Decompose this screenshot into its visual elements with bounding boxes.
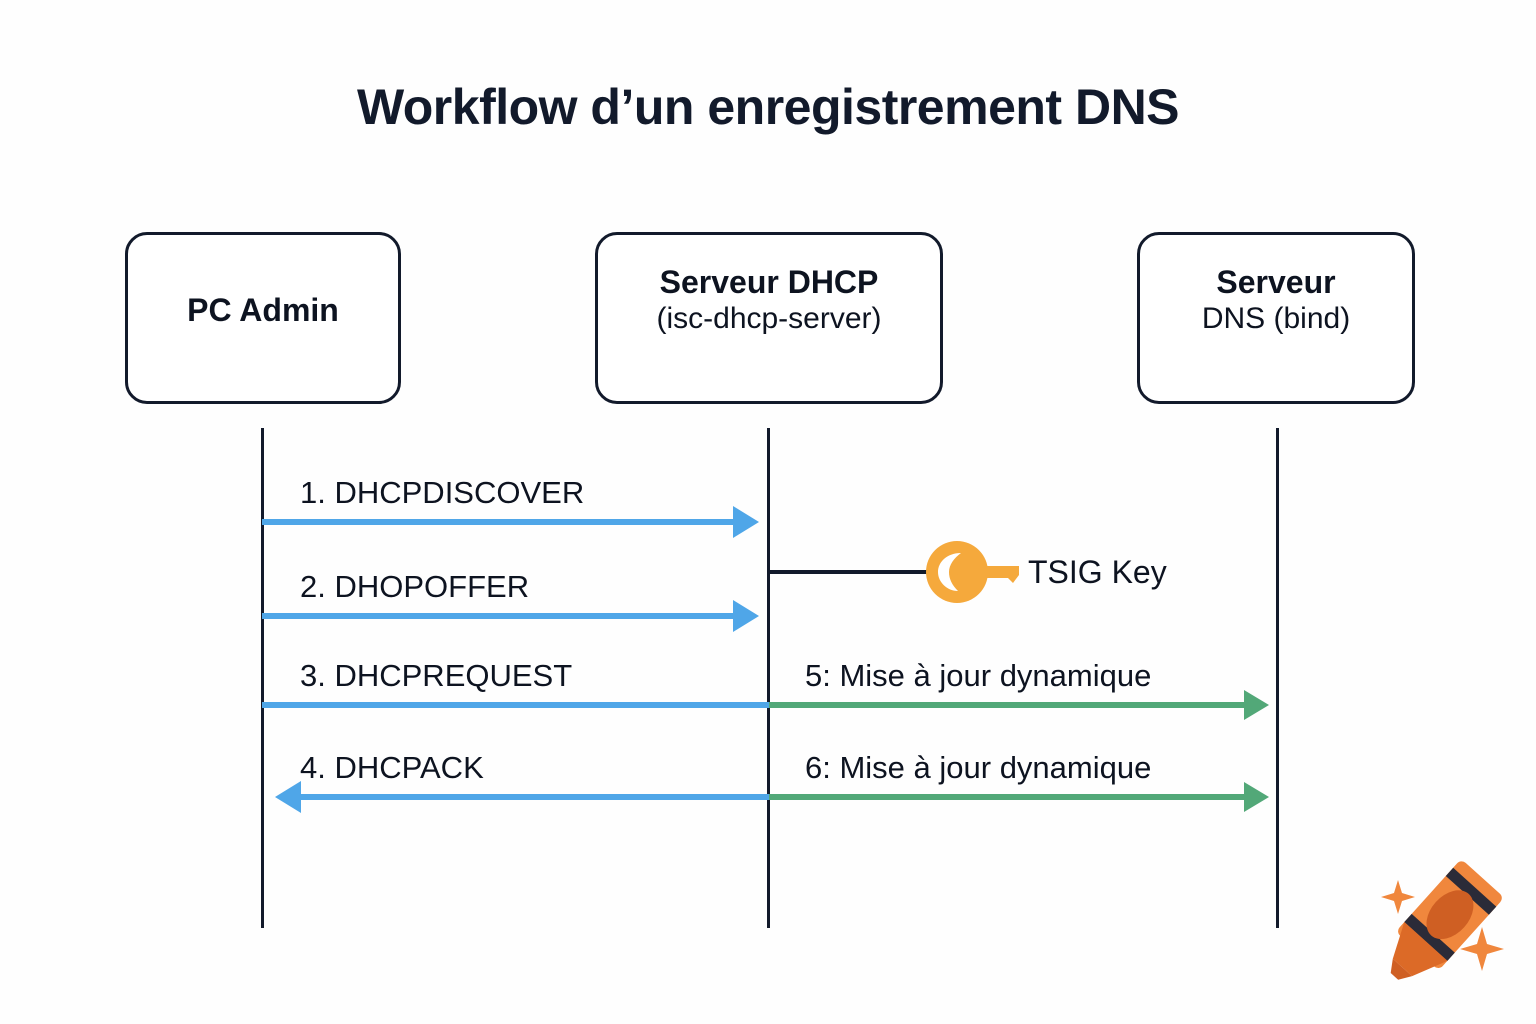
message-label-2: 2. DHOPOFFER [300, 569, 530, 604]
message-line-1 [262, 519, 736, 525]
participant-box-serveur-dns[interactable]: Serveur DNS (bind) [1137, 232, 1415, 404]
message-line-2 [262, 613, 736, 619]
arrow-head-right-1 [733, 506, 759, 538]
participant-label-pc-admin-line1: PC Admin [187, 292, 339, 328]
message-line-6 [769, 794, 1245, 800]
arrow-head-left-4 [275, 781, 301, 813]
lifeline-pc-admin [261, 428, 264, 928]
message-label-6: 6: Mise à jour dynamique [805, 750, 1152, 785]
participant-label-serveur-dhcp-line1: Serveur DHCP [659, 264, 879, 300]
tsig-connector-line [768, 570, 928, 574]
arrow-head-right-6 [1244, 782, 1269, 812]
lifeline-serveur-dns [1276, 428, 1279, 928]
message-label-4: 4. DHCPACK [300, 750, 484, 785]
arrow-head-right-5 [1244, 690, 1269, 720]
message-label-5: 5: Mise à jour dynamique [805, 658, 1152, 693]
key-icon [925, 541, 1021, 603]
crayon-icon [1370, 855, 1515, 995]
message-line-5 [769, 702, 1245, 708]
participant-box-serveur-dhcp[interactable]: Serveur DHCP (isc-dhcp-server) [595, 232, 943, 404]
participant-label-serveur-dns-line2: DNS (bind) [1201, 301, 1351, 335]
page-title: Workflow d’un enregistrement DNS [356, 79, 1180, 135]
participant-label-serveur-dhcp-line2: (isc-dhcp-server) [656, 301, 882, 335]
tsig-key-label: TSIG Key [1028, 554, 1167, 590]
lifeline-serveur-dhcp [767, 428, 770, 928]
message-line-3 [262, 702, 774, 708]
participant-label-serveur-dns-line1: Serveur [1216, 264, 1336, 300]
message-label-1: 1. DHCPDISCOVER [300, 475, 585, 510]
participant-box-pc-admin[interactable]: PC Admin [125, 232, 401, 404]
message-line-4 [300, 794, 774, 800]
message-label-3: 3. DHCPREQUEST [300, 658, 573, 693]
arrow-head-right-2 [733, 600, 759, 632]
